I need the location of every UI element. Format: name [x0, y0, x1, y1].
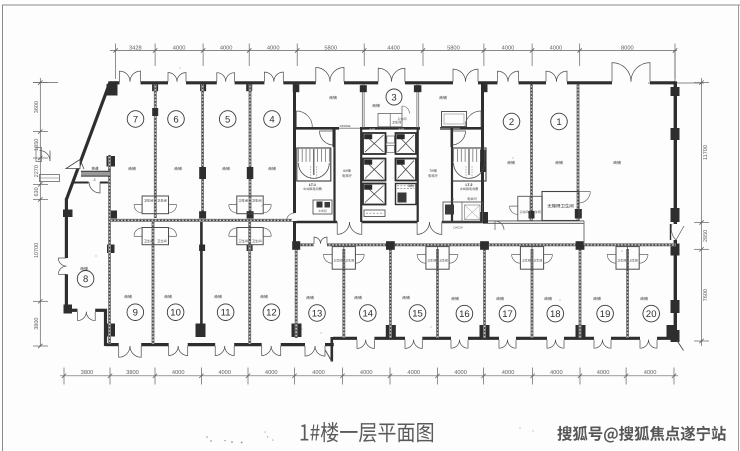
svg-text:7: 7 — [133, 114, 138, 125]
svg-text:12: 12 — [266, 308, 277, 319]
svg-text:3800: 3800 — [81, 370, 94, 376]
svg-text:DK040a: DK040a — [340, 124, 351, 128]
svg-text:3800: 3800 — [126, 370, 139, 376]
svg-text:9: 9 — [133, 308, 138, 319]
svg-text:4000: 4000 — [502, 45, 515, 51]
svg-text:4000: 4000 — [550, 45, 563, 51]
svg-text:3800: 3800 — [34, 318, 40, 330]
svg-text:4000: 4000 — [454, 370, 467, 376]
svg-text:8000: 8000 — [621, 45, 634, 51]
svg-text:11: 11 — [221, 308, 231, 319]
svg-text:5800: 5800 — [447, 45, 460, 51]
svg-text:4000: 4000 — [597, 370, 610, 376]
svg-text:19: 19 — [600, 309, 611, 320]
svg-text:6: 6 — [173, 114, 178, 125]
svg-text:4000: 4000 — [550, 370, 563, 376]
svg-text:17: 17 — [502, 309, 513, 320]
svg-text:4000: 4000 — [407, 370, 420, 376]
svg-text:14: 14 — [363, 308, 374, 319]
svg-text:20: 20 — [646, 309, 657, 320]
svg-text:4000: 4000 — [312, 370, 325, 376]
svg-text:13: 13 — [312, 308, 323, 319]
svg-text:4000: 4000 — [265, 370, 278, 376]
svg-text:18: 18 — [550, 309, 561, 320]
svg-text:5: 5 — [225, 114, 230, 125]
svg-text:15: 15 — [412, 308, 423, 319]
svg-text:7600: 7600 — [703, 289, 709, 301]
svg-text:4000: 4000 — [172, 370, 185, 376]
svg-text:11700: 11700 — [703, 145, 709, 160]
svg-text:2850: 2850 — [703, 230, 709, 242]
svg-text:4000: 4000 — [218, 370, 231, 376]
svg-text:4000: 4000 — [644, 370, 657, 376]
svg-text:16: 16 — [459, 309, 470, 320]
svg-text:10: 10 — [170, 308, 181, 319]
svg-text:5800: 5800 — [324, 45, 337, 51]
svg-text:2270: 2270 — [34, 165, 40, 177]
svg-text:10700: 10700 — [34, 243, 40, 258]
svg-text:4000: 4000 — [502, 370, 515, 376]
svg-text:8: 8 — [83, 274, 88, 285]
svg-text:3428: 3428 — [129, 45, 142, 51]
svg-text:4: 4 — [269, 114, 274, 125]
svg-text:3: 3 — [391, 92, 396, 103]
svg-text:3600: 3600 — [34, 101, 40, 113]
svg-text:LT-2: LT-2 — [466, 183, 473, 187]
svg-text:630: 630 — [34, 187, 40, 196]
svg-text:LT-1: LT-1 — [309, 183, 316, 187]
svg-text:4000: 4000 — [220, 45, 233, 51]
svg-text:4000: 4000 — [360, 370, 373, 376]
svg-text:2: 2 — [509, 117, 514, 128]
svg-text:4000: 4000 — [267, 45, 280, 51]
svg-text:1: 1 — [556, 117, 561, 128]
svg-text:4400: 4400 — [387, 45, 400, 51]
svg-text:DK019: DK019 — [453, 226, 463, 230]
svg-text:1850: 1850 — [34, 139, 40, 151]
svg-text:4000: 4000 — [173, 45, 186, 51]
